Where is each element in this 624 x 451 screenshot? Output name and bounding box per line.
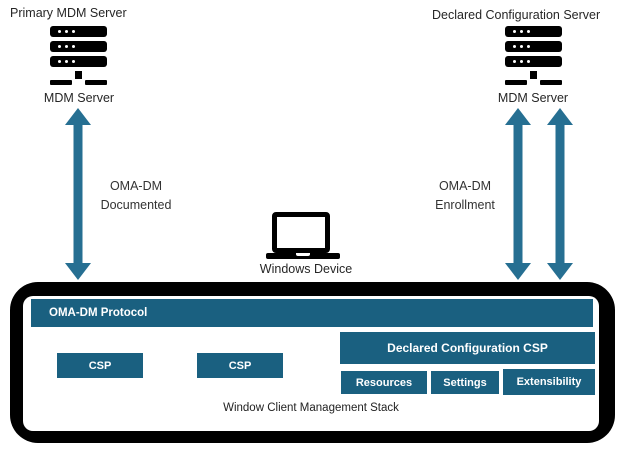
resources-box: Resources bbox=[341, 371, 427, 394]
connection-label-line: Enrollment bbox=[435, 198, 495, 213]
connection-label-line: OMA-DM bbox=[438, 179, 492, 193]
right-mdm-server-caption: MDM Server bbox=[497, 91, 569, 105]
laptop-icon bbox=[272, 212, 330, 253]
server-icon bbox=[505, 26, 562, 85]
csp-box: CSP bbox=[197, 353, 283, 378]
left-mdm-server-caption: MDM Server bbox=[43, 91, 115, 105]
management-stack-inner: OMA-DM Protocol CSP CSP Declared Configu… bbox=[23, 296, 599, 431]
oma-dm-protocol-bar: OMA-DM Protocol bbox=[31, 299, 593, 327]
settings-box: Settings bbox=[431, 371, 499, 394]
bidirectional-arrow-icon bbox=[65, 108, 91, 280]
oma-dm-documented-label: OMA-DM Documented bbox=[76, 177, 196, 216]
server-icon bbox=[50, 26, 107, 85]
bidirectional-arrow-icon bbox=[505, 108, 531, 280]
windows-device-caption: Windows Device bbox=[259, 262, 353, 276]
bidirectional-arrow-icon bbox=[547, 108, 573, 280]
declared-config-server-title: Declared Configuration Server bbox=[432, 8, 601, 22]
oma-dm-enrollment-label: OMA-DM Enrollment bbox=[405, 177, 525, 216]
connection-label-line: OMA-DM bbox=[109, 179, 163, 193]
csp-box: CSP bbox=[57, 353, 143, 378]
primary-server-title: Primary MDM Server bbox=[10, 6, 127, 20]
extensibility-box: Extensibility bbox=[503, 369, 595, 395]
connection-label-line: Documented bbox=[100, 198, 172, 213]
declared-configuration-csp-box: Declared Configuration CSP bbox=[340, 332, 595, 364]
laptop-base-icon bbox=[266, 253, 340, 259]
management-stack-panel: OMA-DM Protocol CSP CSP Declared Configu… bbox=[10, 282, 615, 443]
stack-caption: Window Client Management Stack bbox=[223, 402, 399, 414]
